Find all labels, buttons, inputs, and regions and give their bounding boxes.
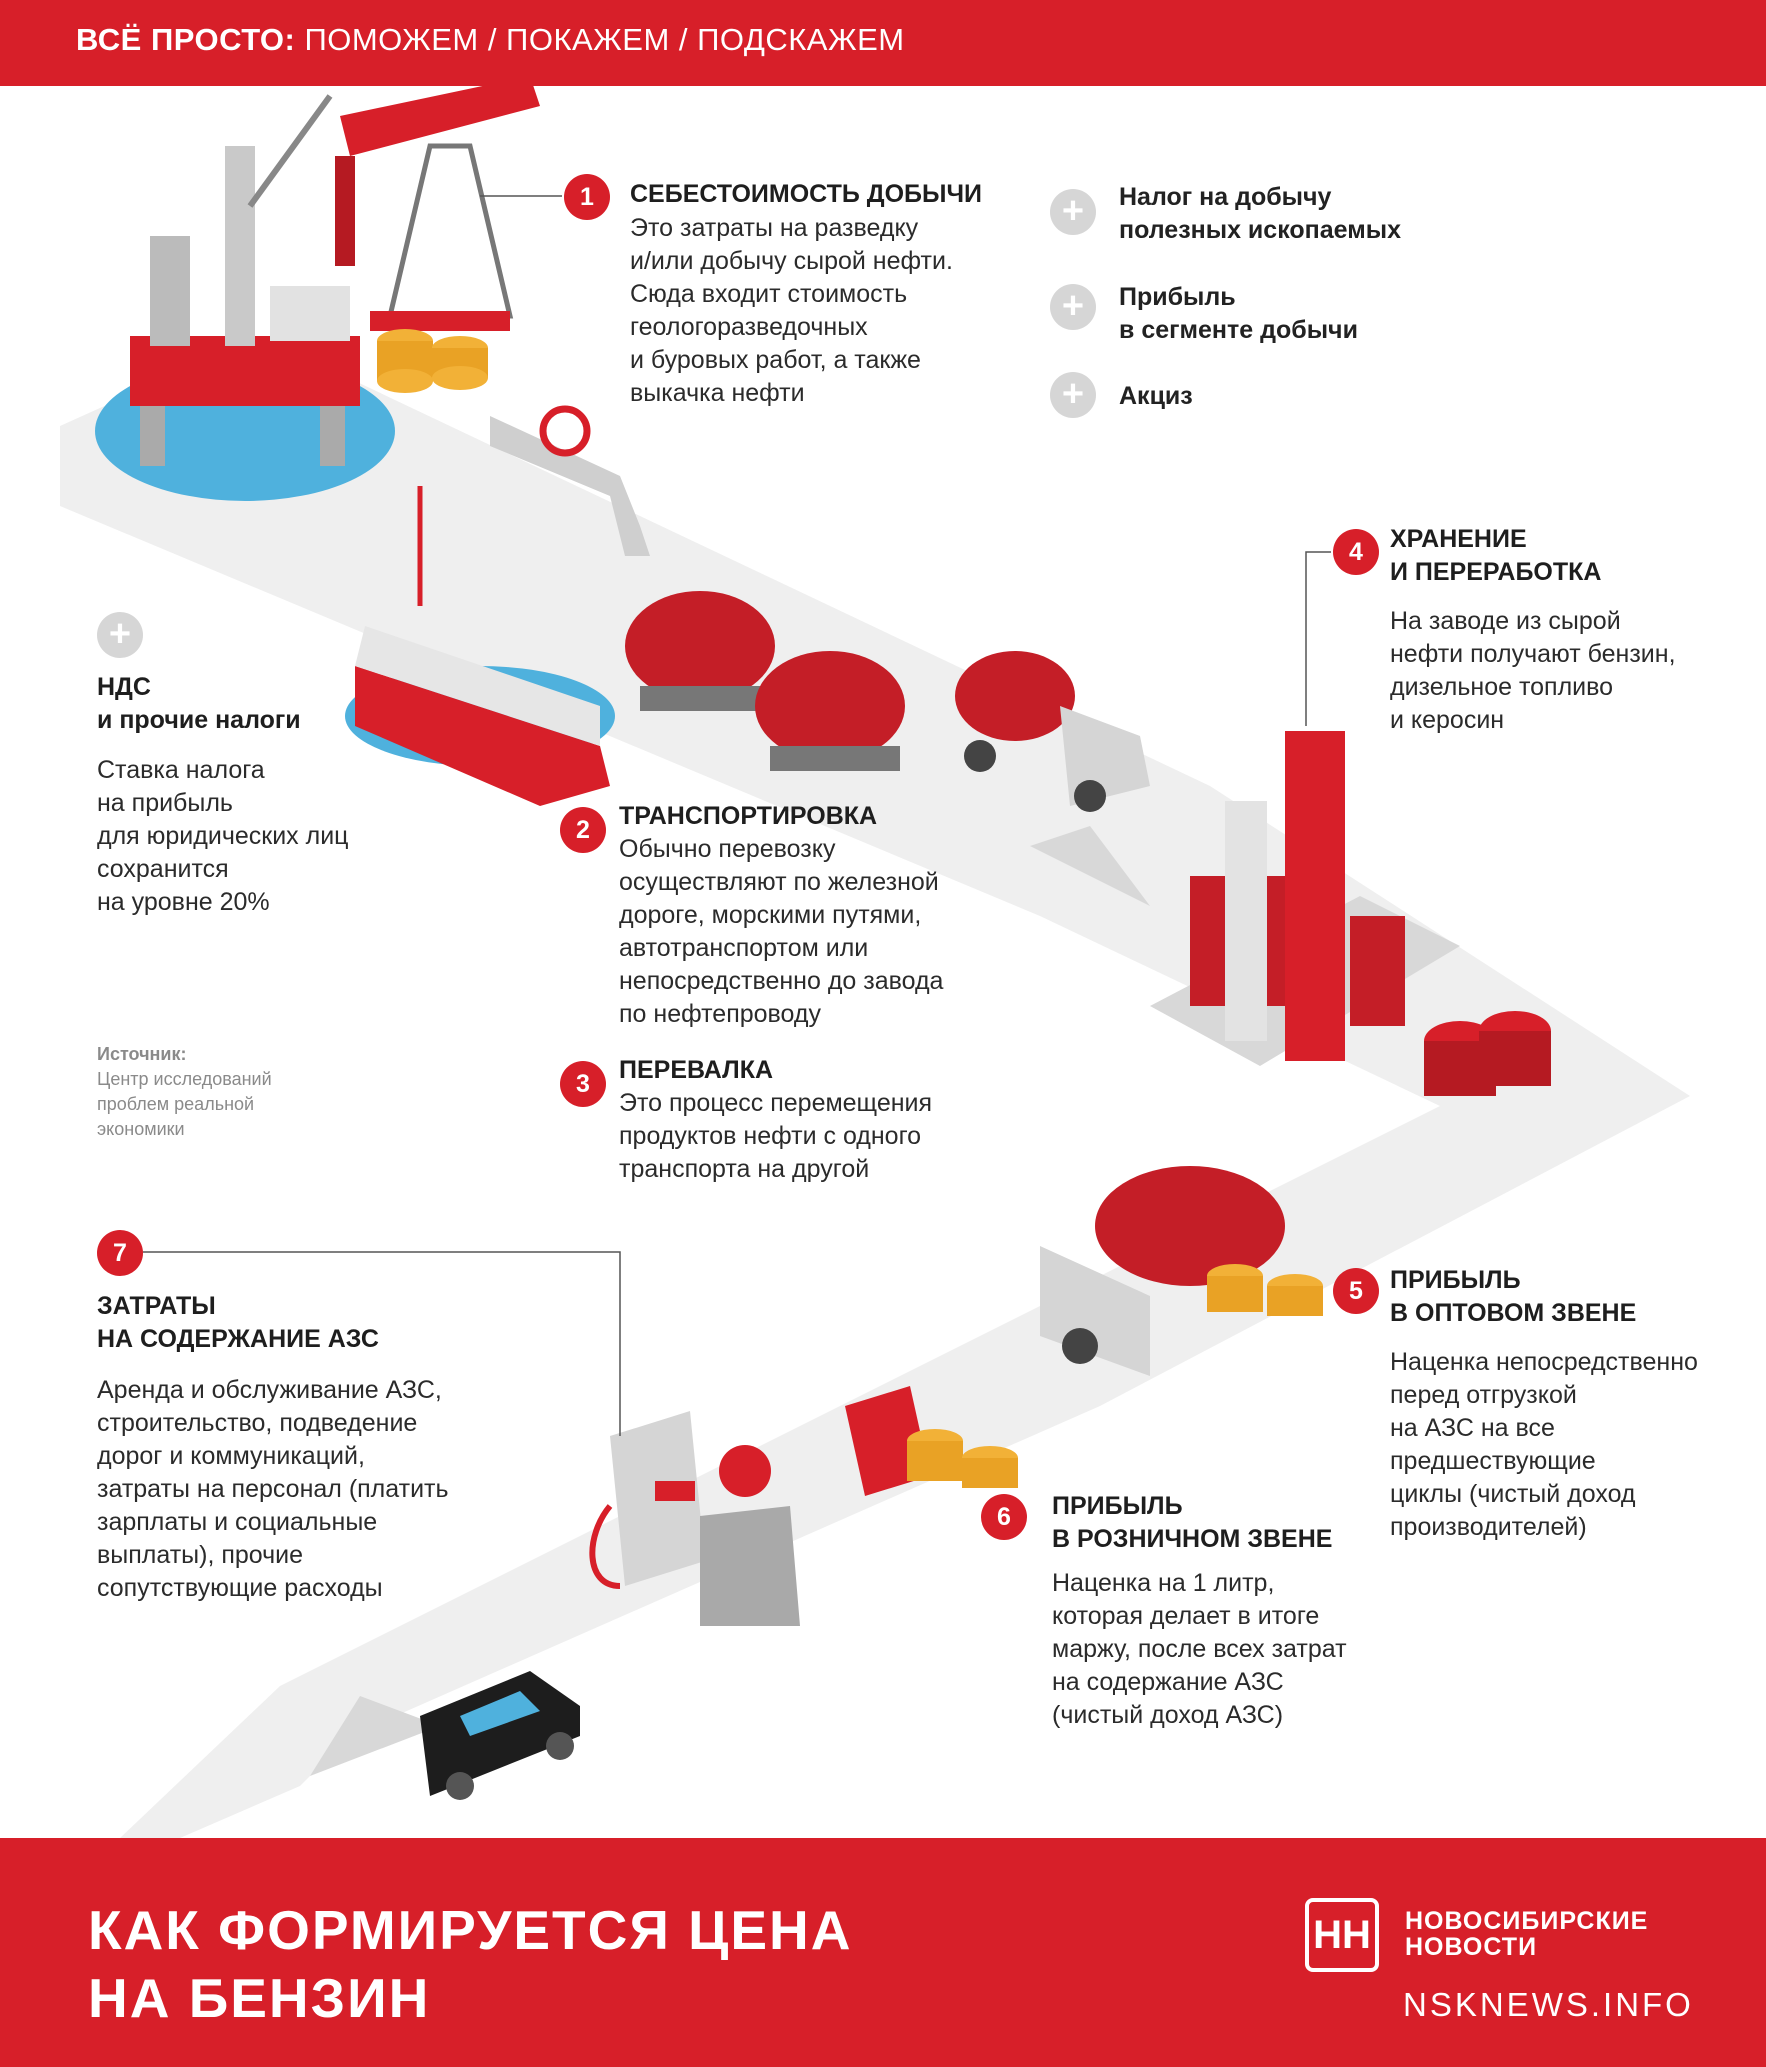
brand-name: НОВОСИБИРСКИЕ НОВОСТИ [1405, 1907, 1649, 1961]
infographic-illustration [60, 86, 1690, 1838]
page-title: КАК ФОРМИРУЕТСЯ ЦЕНА НА БЕНЗИН [88, 1899, 853, 2029]
car-icon [420, 1671, 580, 1800]
step-2-number: 2 [560, 807, 606, 853]
step-1-title: СЕБЕСТОИМОСТЬ ДОБЫЧИ [630, 180, 982, 208]
step-6-number: 6 [981, 1494, 1027, 1540]
site-url: NSKNEWS.INFO [1403, 1986, 1694, 2023]
source-label: Источник: [97, 1044, 187, 1064]
rail-tank-car-icon [625, 591, 905, 771]
fuel-pump-icon [589, 1411, 800, 1626]
tax-mining: Налог на добычу полезных ископаемых [1119, 183, 1401, 244]
header-tagline: ВСЁ ПРОСТО: ПОМОЖЕМ / ПОКАЖЕМ / ПОДСКАЖЕ… [76, 22, 905, 58]
tax-excise: Акциз [1119, 382, 1193, 410]
plus-icon: + [1050, 372, 1096, 418]
brand-logo-icon: НН [1305, 1898, 1379, 1972]
oil-platform-icon [95, 94, 395, 501]
tanker-truck-icon [955, 651, 1150, 812]
step-7-number: 7 [97, 1230, 143, 1276]
step-7-text: Аренда и обслуживание АЗС, строительство… [97, 1376, 449, 1602]
step-5-number: 5 [1333, 1268, 1379, 1314]
source-text: Центр исследований проблем реальной экон… [97, 1069, 272, 1139]
step-6-text: Наценка на 1 литр, которая делает в итог… [1052, 1569, 1347, 1729]
step-3-number: 3 [560, 1061, 606, 1107]
step-3-text: Это процесс перемещения продуктов нефти … [619, 1089, 933, 1183]
step-1-text: Это затраты на разведку и/или добычу сыр… [630, 214, 953, 407]
step-3-title: ПЕРЕВАЛКА [619, 1056, 774, 1084]
header-bar: ВСЁ ПРОСТО: ПОМОЖЕМ / ПОКАЖЕМ / ПОДСКАЖЕ… [0, 0, 1766, 86]
road-arrow-upper [1030, 826, 1150, 906]
plus-icon: + [97, 612, 143, 658]
header-bold: ВСЁ ПРОСТО: [76, 22, 296, 57]
step-4-title: ХРАНЕНИЕ И ПЕРЕРАБОТКА [1390, 525, 1602, 586]
plus-icon: + [1050, 284, 1096, 330]
vat-title: НДС и прочие налоги [97, 673, 301, 734]
road-arrow-lower [310, 1696, 440, 1776]
coins-icon [377, 329, 488, 393]
step-4-text: На заводе из сырой нефти получают бензин… [1390, 607, 1676, 734]
wholesale-truck-icon [1040, 1166, 1323, 1376]
tanker-ship-icon [345, 486, 615, 806]
footer-bar: КАК ФОРМИРУЕТСЯ ЦЕНА НА БЕНЗИН НН НОВОСИ… [0, 1838, 1766, 2067]
vat-text: Ставка налога на прибыль для юридических… [97, 756, 349, 916]
plus-icon: + [1050, 189, 1096, 235]
connector-line-7 [143, 1251, 621, 1436]
step-6-title: ПРИБЫЛЬ В РОЗНИЧНОМ ЗВЕНЕ [1052, 1492, 1333, 1553]
tax-extraction-profit: Прибыль в сегменте добычи [1119, 283, 1358, 344]
step-5-title: ПРИБЫЛЬ В ОПТОВОМ ЗВЕНЕ [1390, 1266, 1637, 1327]
step-1-number: 1 [564, 174, 610, 220]
refinery-icon [1150, 731, 1551, 1096]
connector-line-4 [1305, 551, 1331, 726]
step-2-text: Обычно перевозку осуществляют по железно… [619, 835, 944, 1028]
jerrycan-icon [845, 1386, 1018, 1496]
step-5-text: Наценка непосредственно перед отгрузкой … [1390, 1348, 1698, 1541]
step-4-number: 4 [1333, 529, 1379, 575]
pumpjack-icon [335, 86, 540, 331]
header-rest: ПОМОЖЕМ / ПОКАЖЕМ / ПОДСКАЖЕМ [295, 22, 905, 57]
step-2-title: ТРАНСПОРТИРОВКА [619, 802, 878, 830]
step-7-title: ЗАТРАТЫ НА СОДЕРЖАНИЕ АЗС [97, 1292, 379, 1353]
pipeline-icon [490, 405, 650, 556]
